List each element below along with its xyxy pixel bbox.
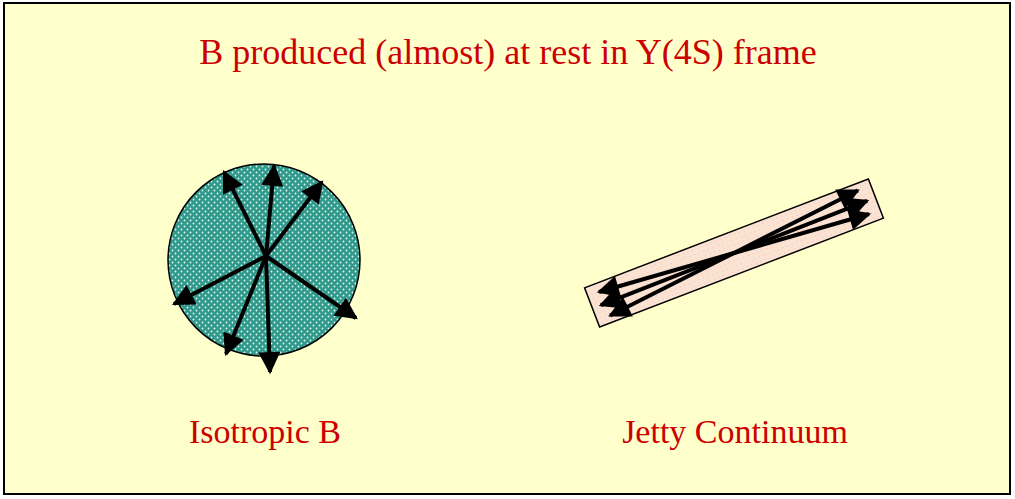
caption-label: Jetty Continuum xyxy=(622,412,848,451)
slide-panel xyxy=(4,3,1010,494)
caption-label: Isotropic B xyxy=(189,412,341,451)
jet-shape xyxy=(585,179,884,327)
isotropic-sphere xyxy=(168,164,360,356)
slide-title: B produced (almost) at rest in Y(4S) fra… xyxy=(199,32,816,73)
isotropic-arrows xyxy=(174,166,356,372)
